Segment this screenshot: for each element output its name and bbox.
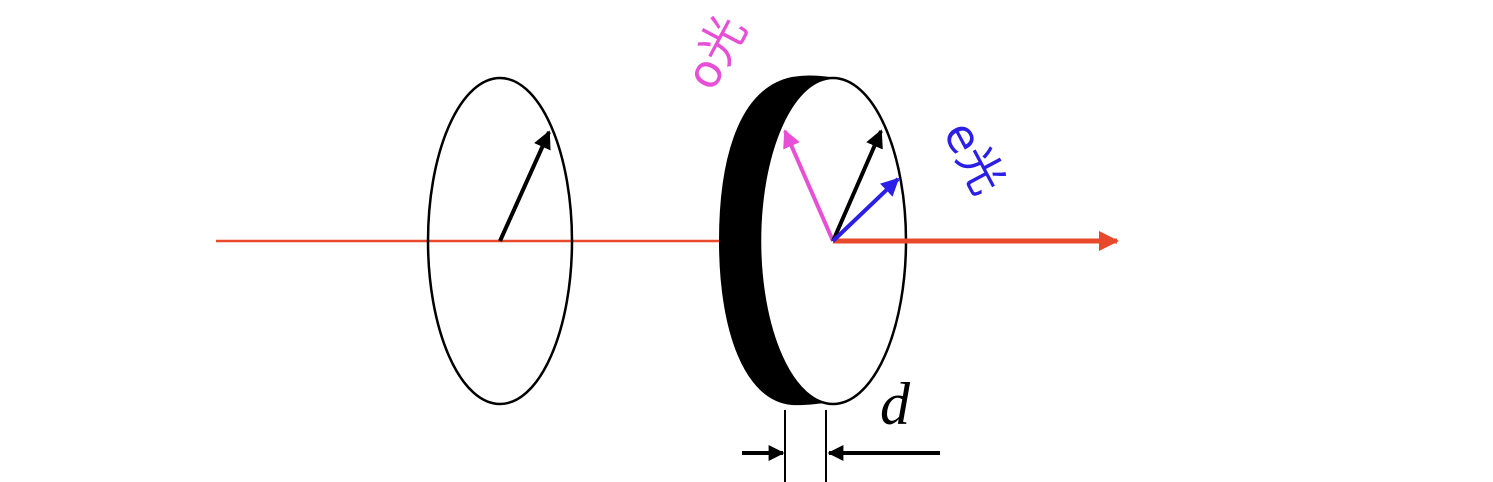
e-ray-label: e光: [933, 112, 1016, 203]
e-ray-arrow: [831, 177, 900, 243]
incident-polarization-arrow: [498, 130, 551, 242]
thickness-label: d: [880, 371, 911, 437]
polarizer-disk: [426, 76, 574, 406]
o-ray-label: o光: [675, 7, 757, 98]
plate-polarization-arrow: [831, 129, 883, 242]
o-ray-arrow: [783, 129, 835, 242]
